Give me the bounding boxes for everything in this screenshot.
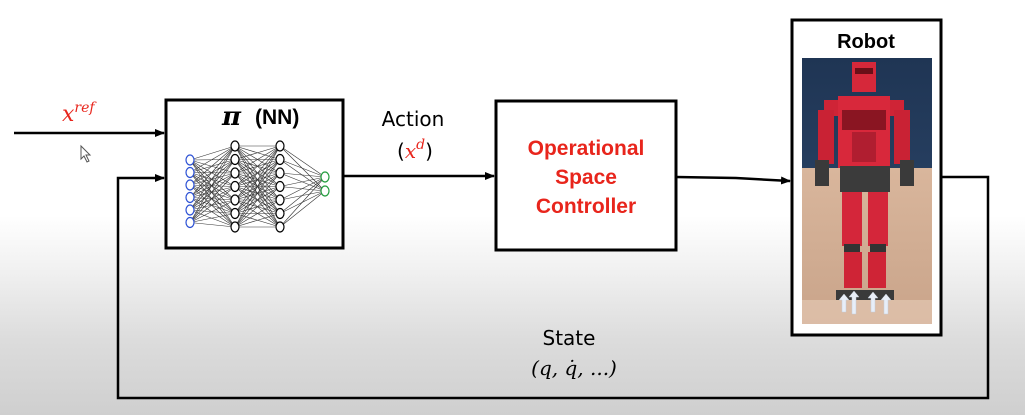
nn-node [320,185,330,197]
nn-node [230,140,240,152]
nn-edge [189,184,236,187]
nn-edge [189,186,236,198]
nn-node [275,153,285,166]
controller-output-arrow [675,175,791,185]
nn-edge [189,145,236,173]
nn-edge [189,159,236,173]
nn-edge [189,145,236,186]
nn-edge [189,186,236,223]
policy-label: (NN) [255,106,299,129]
nn-edge [189,209,236,228]
nn-edge [234,213,281,228]
controller-line-1: Operational [528,137,645,160]
nn-node [185,166,195,179]
nn-edge [189,172,236,201]
robot-title: Robot [837,31,895,53]
nn-edge [279,176,326,187]
nn-edge [189,159,236,201]
nn-edge [189,172,236,214]
nn-edge [189,172,236,228]
nn-edge [189,184,236,228]
nn-edge [189,145,236,161]
nn-edge [189,159,236,186]
nn-edge [189,145,236,223]
nn-edge [189,197,236,228]
nn-edge [189,159,236,223]
nn-node [230,153,240,166]
nn-edge [189,184,236,214]
nn-node [185,179,195,191]
action-formula: (xd) [397,137,433,163]
nn-node [275,207,285,220]
nn-edge [234,186,281,228]
nn-edge [279,176,326,201]
nn-edge [189,159,236,228]
nn-edge [234,159,281,228]
nn-node [185,204,195,216]
neural-network-graphic [185,140,330,233]
nn-edge [189,172,236,198]
nn-edge [189,199,236,211]
nn-edge [189,145,236,211]
controller-line-3: Controller [536,195,636,218]
nn-node [185,154,195,166]
action-label: Action [382,107,445,131]
nn-edge [189,213,236,223]
nn-node [185,191,195,204]
nn-node [320,171,330,183]
nn-node [275,140,285,152]
state-formula: (q, q̇, ...) [531,356,617,380]
nn-edge [189,222,236,228]
nn-node [275,180,285,193]
nn-node [230,207,240,220]
nn-edge [234,145,281,187]
nn-edge [189,172,236,187]
nn-edge [189,197,236,214]
nn-edge [234,199,281,228]
nn-edge [189,197,236,201]
nn-edge [279,159,326,178]
nn-edge [234,145,281,160]
nn-node [230,180,240,193]
nn-edge [189,186,236,211]
nn-edge [279,145,326,178]
nn-edge [279,176,326,228]
nn-node [275,221,285,233]
robot-image [802,58,932,324]
nn-edge [234,145,281,201]
state-label: State [543,326,596,350]
nn-edge [234,145,281,228]
nn-edge [189,184,236,201]
nn-edge [189,209,236,214]
nn-node [275,194,285,206]
input-ref-label: xref [62,100,97,127]
nn-edge [189,159,236,187]
nn-edge [189,145,236,198]
nn-edge [279,172,326,178]
mouse-pointer-icon [80,144,92,163]
nn-edge [189,172,236,186]
nn-edge [189,159,236,174]
policy-symbol: π [221,102,242,132]
nn-edge [279,190,326,228]
nn-edge [189,159,236,214]
nn-edge [189,172,236,223]
feedback-line [116,174,990,400]
nn-edge [234,172,281,228]
nn-edge [234,145,281,174]
controller-line-2: Space [555,166,617,189]
nn-edge [189,159,236,161]
nn-edge [234,145,281,214]
nn-node [230,221,240,233]
controller-box [494,99,678,252]
nn-node [230,194,240,206]
nn-edge [189,199,236,223]
nn-node [185,216,195,229]
nn-node [275,167,285,179]
nn-node [230,167,240,179]
nn-edge [189,172,236,174]
nn-edge [279,176,326,214]
